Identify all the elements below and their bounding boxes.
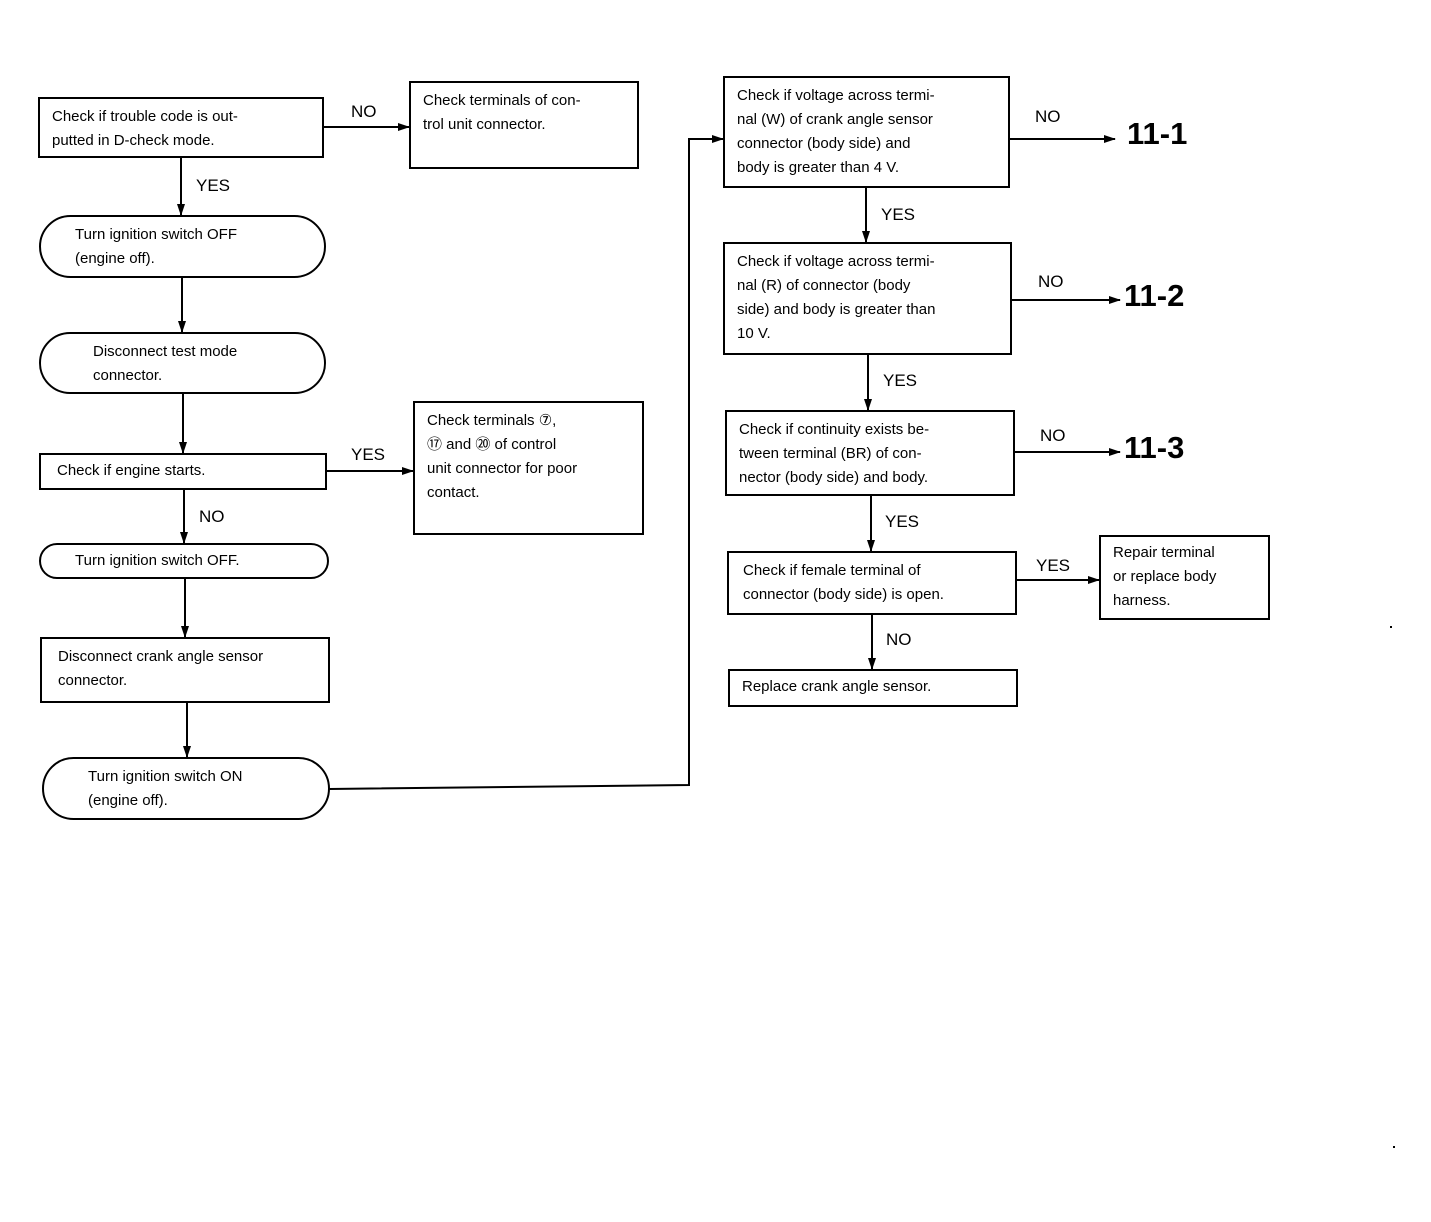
box-disconnect-test-mode-connector: Disconnect test mode connector. [39,332,326,394]
label-n1-yes: YES [196,176,231,195]
label-r4-no: NO [886,630,912,649]
reference-11-2: 11-2 [1124,278,1185,313]
label-n4-yes: YES [351,445,386,464]
box-check-engine-starts: Check if engine starts. [39,453,327,490]
label-r3-no: NO [1040,426,1066,445]
label-r1-yes: YES [881,205,916,224]
box-replace-crank-angle-sensor: Replace crank angle sensor. [728,669,1018,707]
box-turn-ignition-off-engine-off: Turn ignition switch OFF (engine off). [39,215,326,278]
box-check-control-unit-terminals: Check terminals of con- trol unit connec… [409,81,639,169]
label-r3-yes: YES [885,512,920,531]
label-r2-no: NO [1038,272,1064,291]
reference-11-1: 11-1 [1127,116,1188,151]
label-r4-yes: YES [1036,556,1071,575]
box-check-continuity-terminal-br: Check if continuity exists be- tween ter… [725,410,1015,496]
scan-speck [1390,626,1392,628]
box-turn-ignition-off: Turn ignition switch OFF. [39,543,329,579]
box-repair-terminal-or-harness: Repair terminal or replace body harness. [1099,535,1270,620]
box-disconnect-crank-angle-sensor: Disconnect crank angle sensor connector. [40,637,330,703]
box-check-terminals-poor-contact: Check terminals ⑦, ⑰ and ⑳ of control un… [413,401,644,535]
label-r1-no: NO [1035,107,1061,126]
label-n4-no: NO [199,507,225,526]
reference-11-3: 11-3 [1124,430,1185,465]
label-n1-no: NO [351,102,377,121]
box-check-female-terminal-open: Check if female terminal of connector (b… [727,551,1017,615]
box-trouble-code-check: Check if trouble code is out- putted in … [38,97,324,158]
box-turn-ignition-on: Turn ignition switch ON (engine off). [42,757,330,820]
box-check-voltage-terminal-r: Check if voltage across termi- nal (R) o… [723,242,1012,355]
edge-n7-r1 [328,135,724,790]
label-r2-yes: YES [883,371,918,390]
box-check-voltage-terminal-w: Check if voltage across termi- nal (W) o… [723,76,1010,188]
scan-speck [1393,1146,1395,1148]
